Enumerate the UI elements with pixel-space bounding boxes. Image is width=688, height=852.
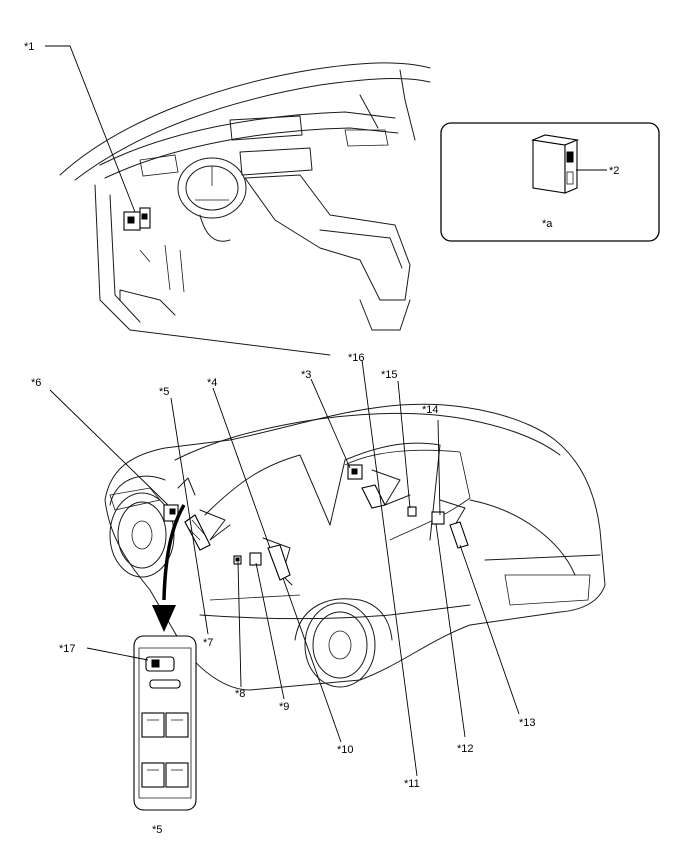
switch-module-part bbox=[530, 134, 580, 194]
callout-a: *a bbox=[542, 218, 553, 230]
callout-5: *5 bbox=[159, 386, 169, 398]
dashboard-illustration bbox=[59, 62, 431, 356]
callout-15: *15 bbox=[381, 369, 398, 381]
callout-13: *13 bbox=[519, 717, 536, 729]
callout-2: *2 bbox=[609, 165, 619, 177]
callout-17: *17 bbox=[59, 643, 76, 655]
callout-7: *7 bbox=[203, 637, 213, 649]
vehicle-illustration bbox=[104, 403, 606, 691]
callout-1: *1 bbox=[24, 41, 34, 53]
callout-labels: *1 *2 *a *16 *6 *5 *4 *3 *15 *14 *17 *7 … bbox=[24, 41, 619, 836]
callout-4: *4 bbox=[207, 377, 217, 389]
callout-3: *3 bbox=[301, 369, 311, 381]
callout-16: *16 bbox=[348, 352, 365, 364]
callout-5-detail: *5 bbox=[152, 824, 162, 836]
callout-12: *12 bbox=[457, 743, 474, 755]
callout-10: *10 bbox=[337, 744, 354, 756]
callout-9: *9 bbox=[279, 701, 289, 713]
callout-14: *14 bbox=[422, 404, 439, 416]
callout-11: *11 bbox=[404, 778, 420, 790]
callout-8: *8 bbox=[235, 688, 245, 700]
master-switch-detail bbox=[133, 635, 197, 811]
inset-panel bbox=[440, 122, 660, 242]
leader-lines bbox=[45, 45, 607, 777]
callout-6: *6 bbox=[31, 377, 41, 389]
